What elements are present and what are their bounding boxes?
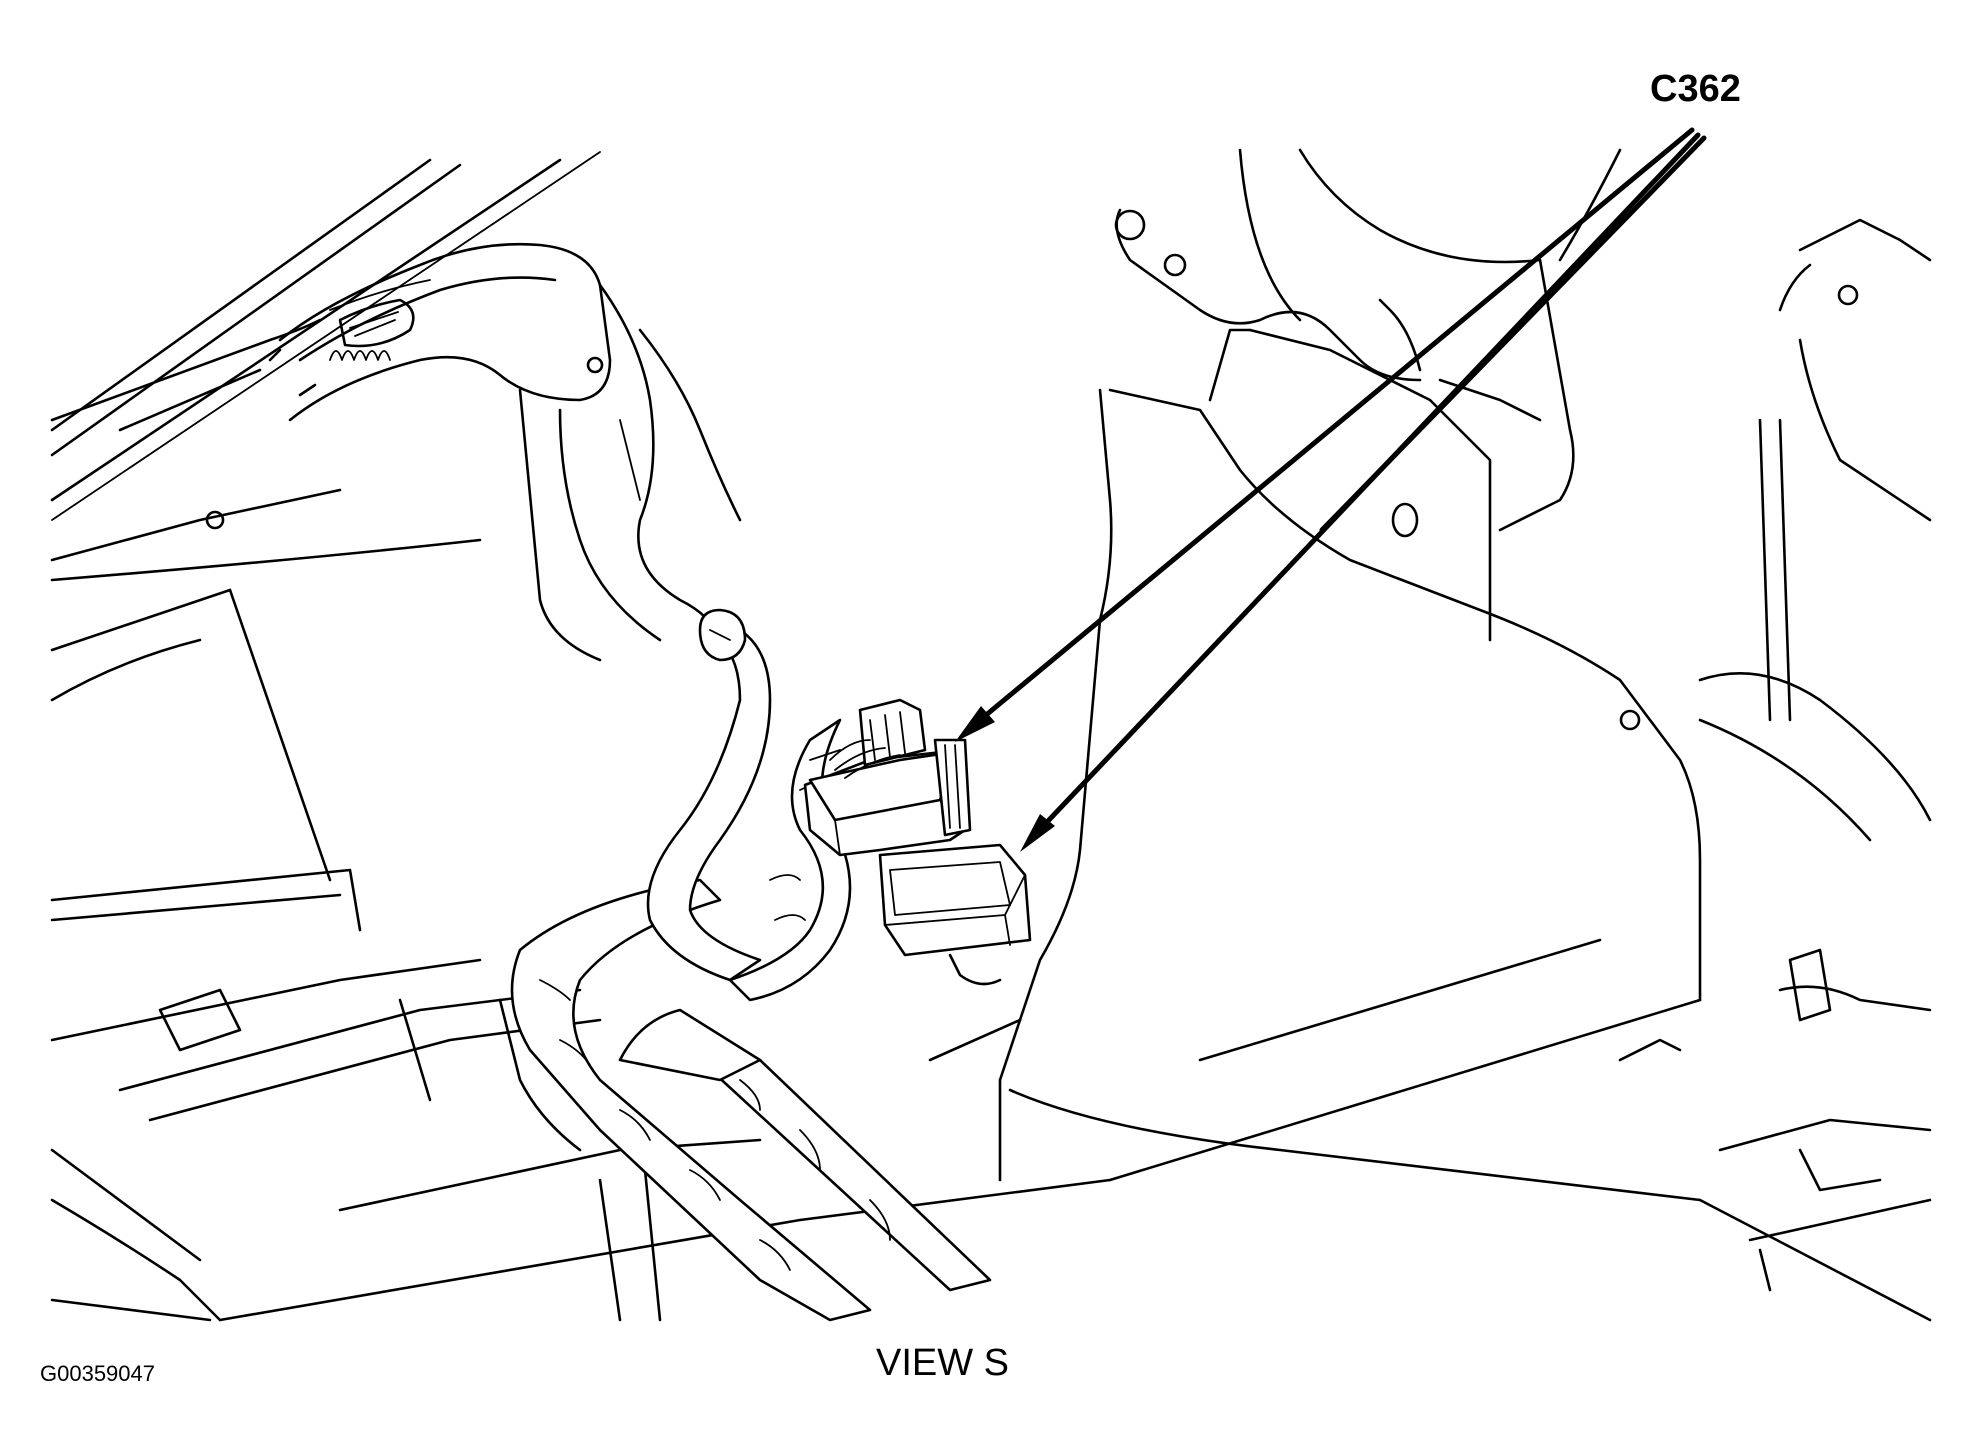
callout-arrows	[955, 127, 1707, 852]
connector-c362-half-b	[878, 843, 1032, 986]
floor-pan	[50, 868, 1702, 1322]
upper-left-rails	[50, 151, 601, 521]
arrow-to-connector-a	[965, 127, 1695, 733]
arrowhead-a	[955, 706, 995, 742]
figure-id: G00359047	[40, 1361, 155, 1386]
arrow-to-bracket	[1319, 135, 1707, 533]
harness-route	[50, 283, 742, 882]
mounting-bracket	[998, 148, 1702, 1082]
left-bracket	[50, 242, 612, 702]
callout-label-c362: C362	[1650, 68, 1741, 110]
arrowhead-b	[1020, 814, 1055, 852]
right-side-panel	[1618, 218, 1932, 1322]
view-label: VIEW S	[876, 1342, 1010, 1384]
wiring-harness	[510, 608, 992, 1322]
connector-c362-half-a	[803, 698, 972, 857]
